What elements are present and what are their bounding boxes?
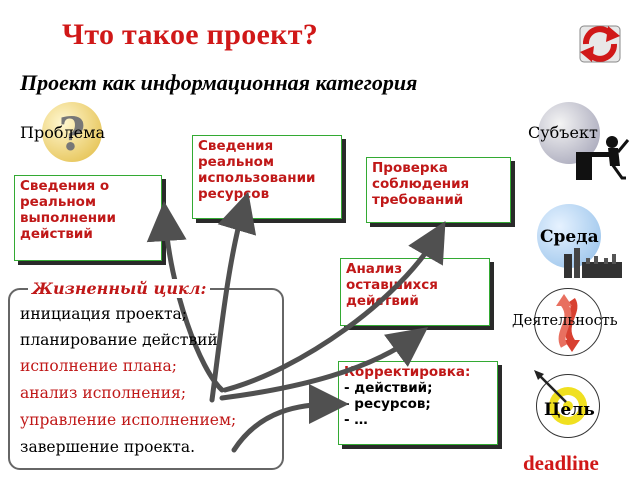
lifecycle-item-initiation: инициация проекта;: [20, 305, 188, 323]
environment-label: Среда: [540, 227, 599, 247]
goal-label: Цель: [544, 400, 595, 420]
factory-icon: [564, 248, 622, 278]
cycle-icon: [579, 25, 621, 63]
problem-label: Проблема: [20, 123, 106, 142]
target-icon: [534, 370, 587, 425]
box-resource-info-text: Сведения реальном использовании ресурсов: [198, 138, 316, 202]
arrow-to-compliance: [222, 221, 446, 393]
box-remaining-text: Анализ оставшихся действий: [346, 261, 438, 309]
arrow-to-correction: [231, 384, 349, 453]
subject-label: Субъект: [528, 123, 598, 142]
box-compliance: Проверка соблюдения требований: [366, 157, 511, 223]
arrow-to-resource-info: [209, 191, 257, 403]
arrow-to-remaining: [219, 327, 429, 401]
lifecycle-item-control: управление исполнением;: [20, 411, 237, 429]
lifecycle-item-analysis: анализ исполнения;: [20, 384, 187, 402]
lifecycle-item-planning: планирование действий: [20, 331, 218, 349]
question-icon: ?: [42, 102, 102, 162]
deadline-label: deadline: [523, 451, 599, 475]
activity-label: Деятельность: [512, 313, 618, 329]
question-glyph: ?: [59, 107, 86, 161]
box-execution-info-text: Сведения о реальном выполнении действий: [20, 178, 116, 242]
page-subtitle: Проект как информационная категория: [20, 70, 418, 95]
box-resource-info: Сведения реальном использовании ресурсов: [192, 135, 342, 219]
box-execution-info: Сведения о реальном выполнении действий: [14, 175, 162, 261]
box-correction-title: Корректировка:: [344, 364, 471, 380]
page-title: Что такое проект?: [62, 18, 319, 51]
lifecycle-header: Жизненный цикл:: [28, 279, 211, 298]
lifecycle-item-closing: завершение проекта.: [20, 438, 196, 456]
lifecycle-item-execution: исполнение плана;: [20, 357, 177, 375]
box-correction: Корректировка: - действий; - ресурсов; -…: [338, 361, 498, 445]
box-compliance-text: Проверка соблюдения требований: [372, 160, 470, 208]
activity-arrows-icon: [556, 294, 580, 352]
person-at-desk-icon: [576, 136, 630, 180]
